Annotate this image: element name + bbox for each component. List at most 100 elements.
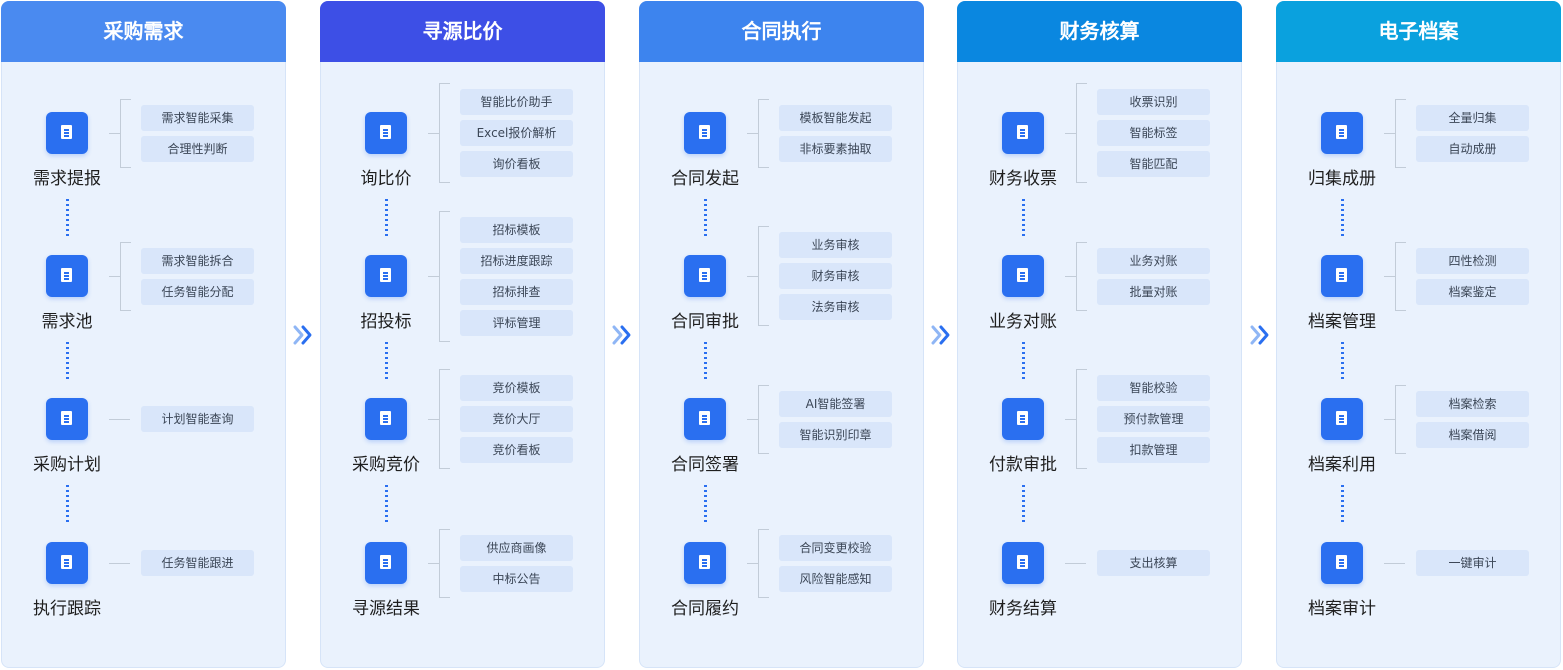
document-icon [46,398,88,440]
bracket-tick [1395,98,1406,100]
feature-chip[interactable]: 档案鉴定 [1416,278,1529,305]
feature-chip[interactable]: 竞价大厅 [460,406,573,432]
dotted-connector [385,199,388,239]
bracket-tick [758,596,769,598]
feature-chip[interactable]: 智能匹配 [1097,151,1210,177]
column-panel: 合同执行合同发起模板智能发起非标要素抽取合同审批业务审核财务审核法务审核合同签署… [639,1,924,668]
feature-chip[interactable]: AI智能签署 [779,390,892,417]
feature-chip[interactable]: 智能比价助手 [460,89,573,115]
feature-chip[interactable]: 竞价看板 [460,437,573,463]
bracket-line [758,384,759,454]
feature-chip[interactable]: 一键审计 [1416,550,1529,576]
document-icon [365,255,407,297]
stage: 合同审批业务审核财务审核法务审核 [640,226,923,355]
stage-label: 需求池 [41,312,93,332]
feature-chip[interactable]: Excel报价解析 [460,120,573,146]
feature-chip[interactable]: 模板智能发起 [779,104,892,131]
dotted-connector [385,485,388,525]
feature-chip[interactable]: 全量归集 [1416,104,1529,131]
dotted-connector [66,485,69,525]
column-panel: 财务核算财务收票收票识别智能标签智能匹配业务对账业务对账批量对账付款审批智能校验… [957,1,1242,668]
stage: 需求池 需求智能拆合任务智能分配 [2,241,285,355]
stage: 寻源结果供应商画像中标公告 [321,528,604,642]
feature-chip[interactable]: 需求智能拆合 [141,247,254,274]
stage: 付款审批 智能校验预付款管理扣款管理 [958,369,1241,498]
stage: 档案审计一键审计 [1277,542,1560,642]
feature-chip[interactable]: 业务对账 [1097,247,1210,274]
connector-line [747,419,758,420]
feature-chip[interactable]: 任务智能跟进 [141,550,254,576]
stage: 招投标招标模板招标进度跟踪招标排查评标管理 [321,210,604,355]
bracket-tick [1076,309,1087,311]
feature-chip[interactable]: 财务审核 [779,263,892,289]
feature-chip[interactable]: 竞价模板 [460,375,573,401]
dotted-connector [1341,342,1344,382]
stage-label: 执行跟踪 [33,599,101,619]
bracket-line [1395,384,1396,454]
feature-chip[interactable]: 支出核算 [1097,550,1210,576]
bracket-line [120,241,121,311]
feature-chip[interactable]: 评标管理 [460,309,573,336]
stage-label: 付款审批 [989,455,1057,475]
feature-chip[interactable]: 自动成册 [1416,135,1529,162]
stage-label: 采购计划 [33,455,101,475]
bracket-tick [120,309,131,311]
feature-chip[interactable]: 任务智能分配 [141,278,254,305]
column-header: 采购需求 [1,1,286,62]
connector-line [109,276,120,277]
feature-chip[interactable]: 招标排查 [460,278,573,305]
document-icon [1002,255,1044,297]
bracket-tick [1395,309,1406,311]
document-icon [1002,542,1044,584]
feature-chip[interactable]: 四性检测 [1416,247,1529,274]
stage-label: 合同履约 [671,599,739,619]
bracket-tick [758,226,769,227]
feature-chip[interactable]: 批量对账 [1097,278,1210,305]
dotted-connector [66,199,69,239]
dotted-connector [1341,199,1344,239]
dotted-connector [1022,342,1025,382]
document-icon [684,255,726,297]
feature-chip[interactable]: 非标要素抽取 [779,135,892,162]
bracket-line [758,226,759,326]
stage-label: 归集成册 [1308,169,1376,189]
feature-chip[interactable]: 智能识别印章 [779,421,892,448]
bracket-tick [1395,452,1406,454]
feature-chip[interactable]: 扣款管理 [1097,437,1210,463]
bracket-tick [758,528,769,530]
feature-chip[interactable]: 业务审核 [779,232,892,258]
connector-line [1065,419,1076,420]
stage: 财务结算支出核算 [958,542,1241,642]
feature-chip[interactable]: 询价看板 [460,151,573,177]
feature-chip[interactable]: 收票识别 [1097,89,1210,115]
bracket-tick [758,98,769,100]
feature-chip[interactable]: 供应商画像 [460,534,573,561]
document-icon [684,112,726,154]
feature-chip[interactable]: 合同变更校验 [779,534,892,561]
stage: 档案利用档案检索档案借阅 [1277,384,1560,498]
connector-line [747,133,758,134]
bracket-tick [120,166,131,168]
feature-chip[interactable]: 预付款管理 [1097,406,1210,432]
stage: 采购计划 计划智能查询 [2,398,285,498]
feature-chip[interactable]: 需求智能采集 [141,104,254,131]
stage: 财务收票收票识别智能标签智能匹配 [958,83,1241,212]
feature-chip[interactable]: 招标进度跟踪 [460,247,573,274]
feature-chip[interactable]: 风险智能感知 [779,565,892,592]
bracket-tick [439,369,450,370]
feature-chip[interactable]: 招标模板 [460,216,573,243]
double-chevron-right-icon [611,322,635,348]
feature-chip[interactable]: 法务审核 [779,294,892,320]
feature-chip[interactable]: 智能标签 [1097,120,1210,146]
stage: 归集成册 全量归集自动成册 [1277,98,1560,212]
bracket-tick [1076,241,1087,243]
feature-chip[interactable]: 合理性判断 [141,135,254,162]
feature-chip[interactable]: 智能校验 [1097,375,1210,401]
document-icon [1321,398,1363,440]
feature-chip[interactable]: 中标公告 [460,565,573,592]
feature-chip[interactable]: 档案检索 [1416,390,1529,417]
feature-chip[interactable]: 档案借阅 [1416,421,1529,448]
feature-chip[interactable]: 计划智能查询 [141,406,254,432]
bracket-tick [439,210,450,212]
connector-line [109,563,130,564]
